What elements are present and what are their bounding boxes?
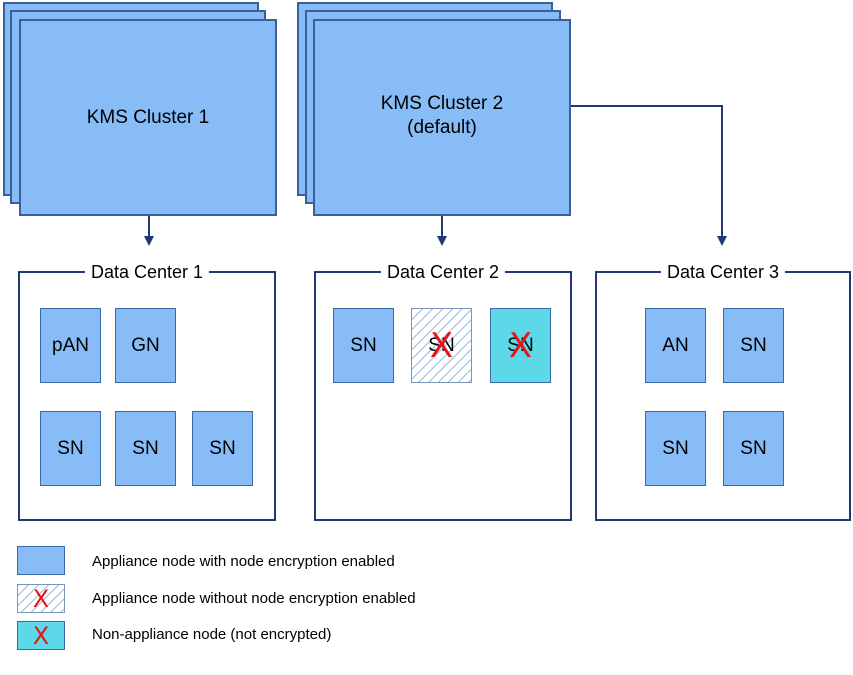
node-sn: SN [723,411,784,486]
node-sn: SN [115,411,176,486]
x-mark-icon: X [32,584,50,613]
node-label: SN [209,437,236,459]
node-label: GN [131,334,160,356]
node-label: SN [507,334,534,356]
node-sn-non-appliance: SN X [490,308,551,383]
node-label: pAN [52,334,89,356]
node-pan: pAN [40,308,101,383]
node-label: SN [428,334,455,356]
legend-swatch-non-appliance: X [17,621,65,650]
node-an: AN [645,308,706,383]
node-sn: SN [333,308,394,383]
node-label: SN [740,334,767,356]
kms-cluster-2-label: KMS Cluster 2 [380,93,504,114]
legend-label-non-appliance: Non-appliance node (not encrypted) [92,626,332,643]
legend-label-encrypted: Appliance node with node encryption enab… [92,553,395,570]
node-sn: SN [645,411,706,486]
data-center-2-title: Data Center 2 [380,262,506,282]
x-mark-icon: X [32,621,50,650]
node-gn: GN [115,308,176,383]
kms-cluster-2: KMS Cluster 2 (default) [313,19,571,216]
node-label: SN [132,437,159,459]
legend-swatch-unencrypted-appliance: X [17,584,65,613]
node-label: SN [740,437,767,459]
node-sn-unencrypted-appliance: SN X [411,308,472,383]
node-sn: SN [40,411,101,486]
node-label: SN [57,437,84,459]
node-label: SN [662,437,689,459]
data-center-1-title: Data Center 1 [84,262,210,282]
node-sn: SN [192,411,253,486]
kms-cluster-1: KMS Cluster 1 [19,19,277,216]
kms-cluster-2-sublabel: (default) [407,117,477,138]
node-label: AN [662,334,689,356]
legend-swatch-encrypted [17,546,65,575]
node-label: SN [350,334,377,356]
arrow-cluster2-to-dc3 [570,105,727,246]
legend-label-unencrypted-appliance: Appliance node without node encryption e… [92,590,416,607]
node-sn: SN [723,308,784,383]
data-center-3-title: Data Center 3 [660,262,786,282]
kms-cluster-1-label: KMS Cluster 1 [86,106,210,128]
